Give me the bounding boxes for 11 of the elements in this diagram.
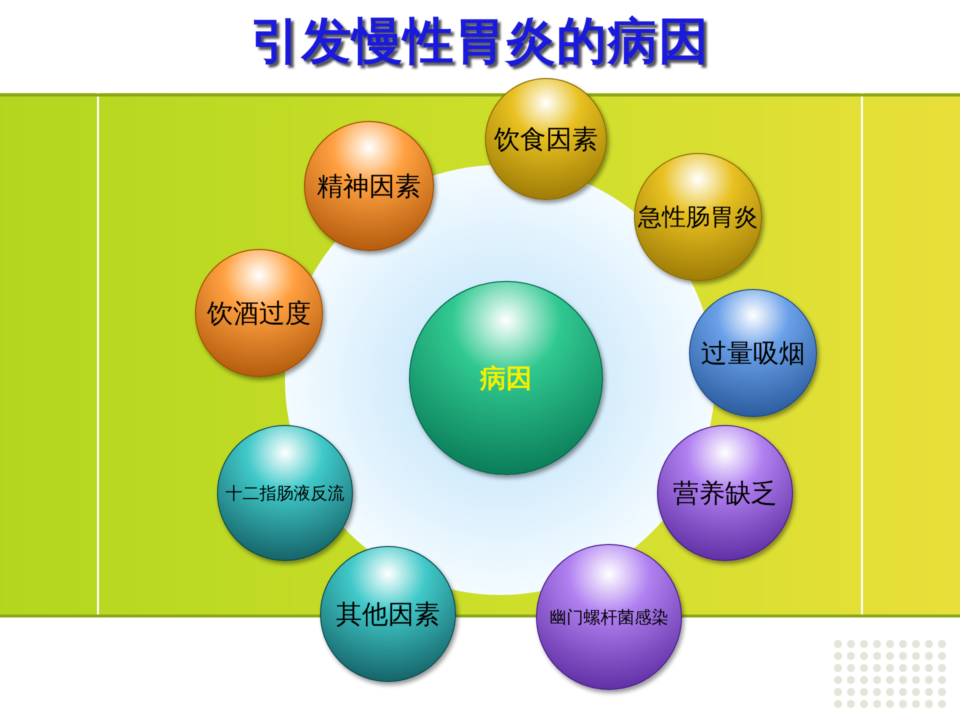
cause-label: 饮食因素 bbox=[494, 124, 598, 156]
cause-label: 营养缺乏 bbox=[673, 478, 777, 510]
title: 引发慢性胃炎的病因 bbox=[250, 11, 710, 72]
cause-label: 精神因素 bbox=[317, 170, 421, 204]
cause-label: 病因 bbox=[480, 362, 532, 396]
cause-label: 过量吸烟 bbox=[701, 338, 805, 370]
cause-label: 急性肠胃炎 bbox=[638, 202, 758, 233]
cause-label: 饮酒过度 bbox=[207, 298, 311, 330]
cause-label: 十二指肠液反流 bbox=[226, 482, 344, 504]
cause-label: 幽门螺杆菌感染 bbox=[550, 606, 668, 628]
cause-label: 其他因素 bbox=[336, 598, 440, 632]
